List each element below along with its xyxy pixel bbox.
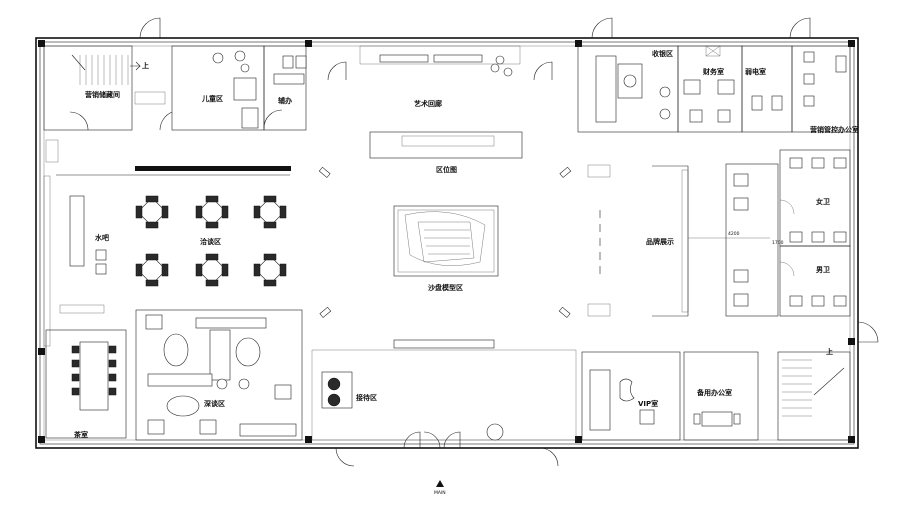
brand-display-label: 品牌展示 [646, 237, 674, 246]
sales-control-office [791, 45, 851, 133]
sales-storage-room [43, 45, 166, 131]
sales-storage-label: 营销储藏间 [85, 90, 120, 99]
entrance-arrow-icon [436, 480, 444, 487]
deep-talk-label: 深谈区 [204, 399, 225, 408]
negotiation-tables [135, 195, 287, 287]
tea-room-label: 茶室 [73, 430, 88, 439]
art-corridor [327, 45, 553, 159]
stair-up-label: 上 [142, 61, 149, 70]
male-wc-label: 男卫 [816, 266, 830, 274]
sand-table-label: 沙盘模型区 [428, 283, 463, 292]
restrooms [725, 149, 851, 317]
dimension-label-1: 4200 [728, 231, 740, 237]
negotiation-label: 洽谈区 [200, 237, 221, 246]
brand-display [587, 164, 770, 317]
location-map-label: 区位图 [436, 165, 457, 174]
sales-control-office-label: 营销管控办公室 [810, 125, 859, 134]
backup-office [683, 351, 759, 441]
tea-room [45, 304, 127, 439]
reception-label: 接待区 [356, 393, 377, 402]
backup-office-label: 备用办公室 [696, 388, 732, 397]
cashier-area [577, 45, 679, 133]
deep-talk-area [135, 309, 303, 441]
cashier-label: 收银区 [652, 49, 673, 58]
weak-electric-label: 弱电室 [745, 67, 766, 76]
female-wc-label: 女卫 [816, 197, 830, 206]
auxiliary-label: 辅办 [278, 96, 292, 105]
water-bar [43, 139, 291, 347]
main-entrance-label: MAIN [434, 490, 446, 496]
vip-label: VIP室 [638, 399, 658, 408]
weak-electric-room [741, 45, 793, 133]
water-bar-label: 水吧 [95, 233, 109, 242]
outer-walls [35, 17, 879, 449]
auxiliary-room [263, 45, 307, 131]
display-stands [318, 166, 572, 318]
vip-room [581, 351, 681, 441]
stair-up-label-right: 上 [826, 347, 833, 356]
kids-area-label: 儿童区 [201, 94, 223, 103]
reception-area [311, 339, 577, 467]
finance-office-label: 财务室 [702, 67, 724, 76]
finance-office [677, 45, 743, 133]
sand-table-model [393, 205, 499, 277]
art-corridor-label: 艺术回廊 [414, 99, 442, 108]
right-staircase [777, 351, 851, 441]
